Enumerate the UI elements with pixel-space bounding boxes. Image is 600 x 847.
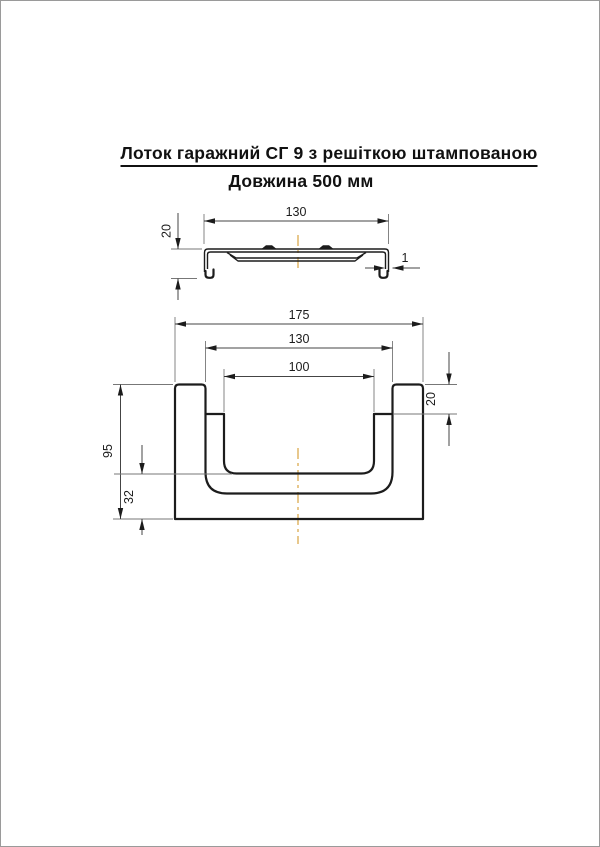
grate-height-label: 20: [160, 224, 174, 238]
channel-rebate-width-dimension: 130: [205, 332, 393, 382]
drawing-title: Лоток гаражний СГ 9 з решіткою штампован…: [120, 143, 538, 167]
grate-recess-lower-line: [229, 254, 364, 262]
channel-inner-cavity: [222, 412, 376, 475]
channel-outer-width-label: 175: [289, 308, 310, 322]
grate-view: 130 20 1: [160, 205, 420, 300]
grate-right-hook: [378, 268, 389, 279]
grate-thickness-label: 1: [402, 251, 409, 265]
grate-outer-contour: [203, 248, 390, 272]
grate-height-dimension: 20: [160, 213, 202, 300]
grate-bump-right: [319, 245, 333, 249]
grate-left-hook: [204, 268, 215, 279]
grate-width-dimension: 130: [203, 205, 389, 244]
channel-inner-width-label: 100: [289, 360, 310, 374]
drawing-subtitle: Довжина 500 мм: [228, 171, 374, 191]
channel-height-dimension: 95: [101, 384, 173, 520]
channel-inner-width-dimension: 100: [223, 360, 375, 412]
channel-outer-contour: [173, 383, 425, 521]
channel-bottom-offset-dimension: 32: [114, 445, 232, 535]
channel-height-label: 95: [101, 444, 115, 458]
channel-bottom-offset-label: 32: [122, 490, 136, 504]
grate-inner-contour: [206, 251, 387, 269]
grate-recess-upper-line: [226, 251, 367, 259]
grate-thickness-dimension: 1: [365, 251, 420, 271]
channel-outer-width-dimension: 175: [174, 308, 424, 382]
channel-rebate-width-label: 130: [289, 332, 310, 346]
channel-view: 175 130 100: [101, 308, 457, 544]
grate-bump-left: [262, 245, 276, 249]
channel-rebate-depth-label: 20: [424, 392, 438, 406]
grate-width-label: 130: [286, 205, 307, 219]
channel-rebate-depth-dimension: 20: [394, 352, 457, 446]
